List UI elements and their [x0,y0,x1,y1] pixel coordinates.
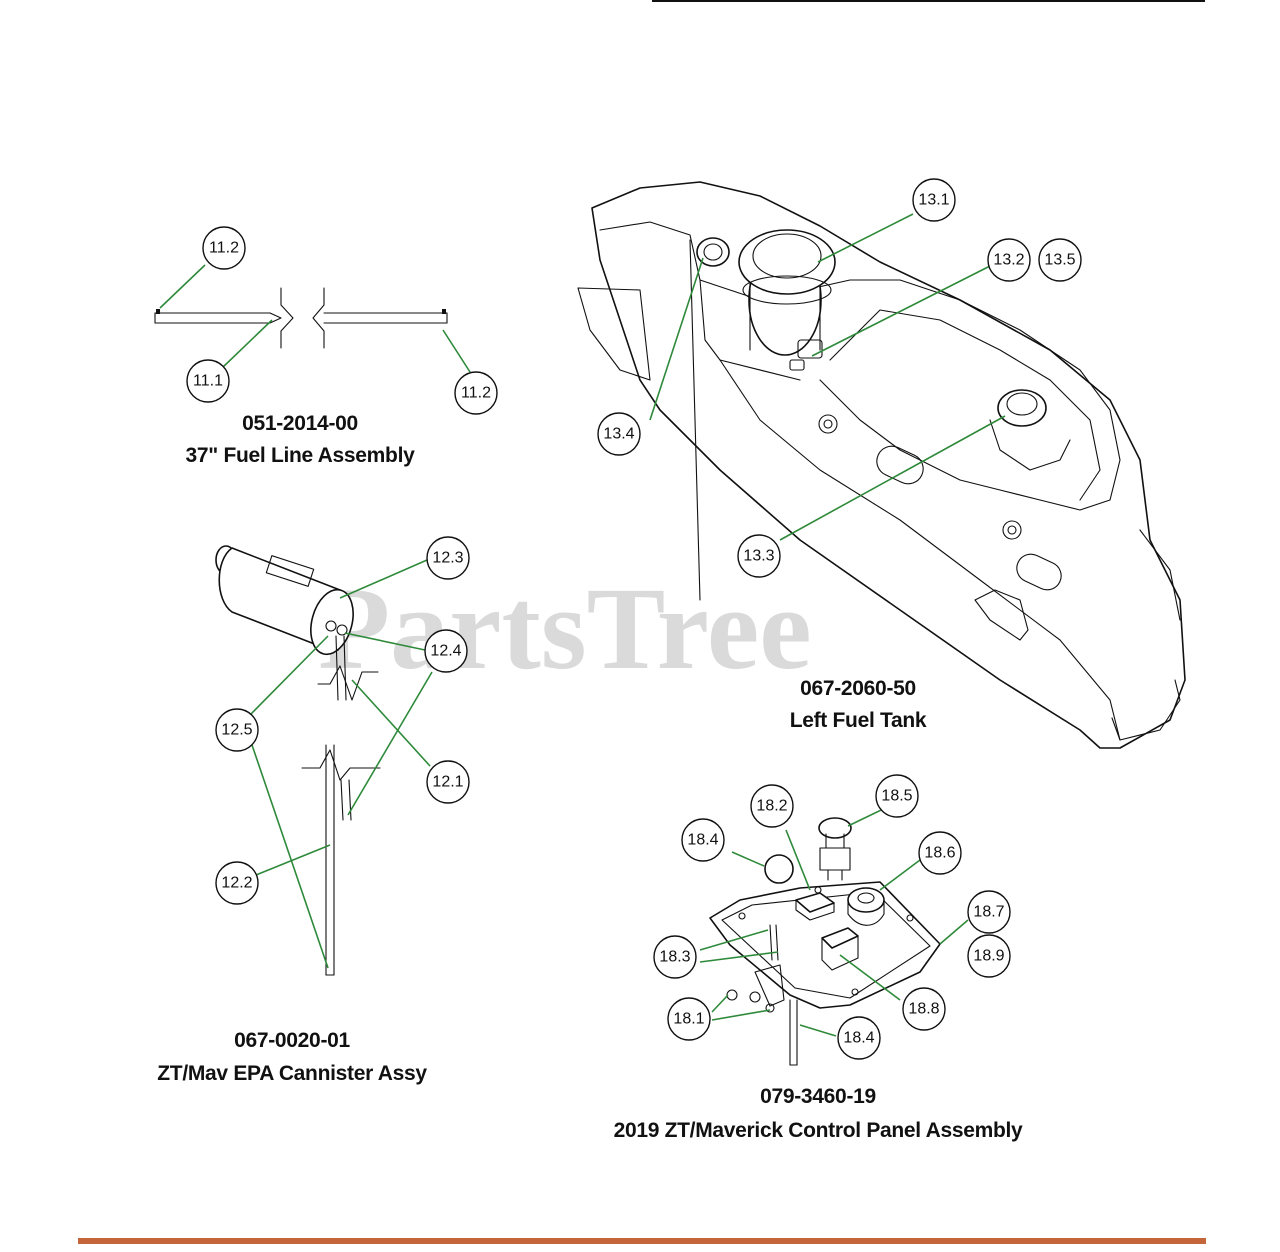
svg-text:13.2: 13.2 [993,252,1024,269]
svg-text:11.1: 11.1 [193,373,223,390]
svg-text:18.6: 18.6 [924,845,955,862]
svg-text:11.2: 11.2 [461,385,491,402]
svg-text:18.4: 18.4 [843,1030,874,1047]
svg-text:12.2: 12.2 [221,875,252,892]
svg-text:13.1: 13.1 [918,192,949,209]
fuel-tank-drawing [577,181,1186,749]
svg-text:11.2: 11.2 [209,240,239,257]
svg-text:18.7: 18.7 [973,904,1004,921]
watermark: PartsTree [318,563,812,694]
callout-18-6[interactable]: 18.6 [918,831,962,875]
footer-bar [78,1238,1206,1244]
svg-text:18.3: 18.3 [659,949,690,966]
svg-text:18.9: 18.9 [973,948,1004,965]
canister-part-number: 067-0020-01 [234,1029,350,1052]
control-panel-drawing [709,817,941,1066]
svg-text:13.5: 13.5 [1044,252,1075,269]
canister-name: ZT/Mav EPA Cannister Assy [157,1062,427,1085]
svg-text:12.4: 12.4 [430,643,461,660]
control-panel-part-number: 079-3460-19 [760,1085,876,1108]
callout-13-5[interactable]: 13.5 [1038,238,1082,282]
control-panel-name: 2019 ZT/Maverick Control Panel Assembly [614,1119,1023,1142]
svg-text:18.2: 18.2 [756,798,787,815]
callout-18-1[interactable]: 18.1 [667,997,711,1041]
callout-18-5[interactable]: 18.5 [875,774,919,818]
fuel-tank-part-number: 067-2060-50 [800,677,916,700]
fuel-line-name: 37" Fuel Line Assembly [186,444,416,467]
svg-text:13.4: 13.4 [603,426,634,443]
callout-12-4[interactable]: 12.4 [424,629,468,673]
svg-text:12.5: 12.5 [221,722,252,739]
callout-18-9[interactable]: 18.9 [967,934,1011,978]
callout-13-1[interactable]: 13.1 [912,178,956,222]
callout-13-4[interactable]: 13.4 [597,412,641,456]
svg-text:18.5: 18.5 [881,788,912,805]
callout-12-5[interactable]: 12.5 [215,708,259,752]
callout-11-2-right[interactable]: 11.2 [454,371,498,415]
svg-text:18.8: 18.8 [908,1001,939,1018]
callout-18-2[interactable]: 18.2 [750,784,794,828]
callout-11-2-top[interactable]: 11.2 [202,226,246,270]
callout-13-2[interactable]: 13.2 [987,238,1031,282]
callout-18-8[interactable]: 18.8 [902,987,946,1031]
svg-text:18.4: 18.4 [687,832,718,849]
callout-18-4-bottom[interactable]: 18.4 [837,1016,881,1060]
svg-text:12.1: 12.1 [432,774,463,791]
callout-18-4-top[interactable]: 18.4 [681,818,725,862]
svg-text:12.3: 12.3 [432,550,463,567]
svg-text:18.1: 18.1 [673,1011,704,1028]
callout-12-3[interactable]: 12.3 [426,536,470,580]
callout-12-2[interactable]: 12.2 [215,861,259,905]
callout-13-3[interactable]: 13.3 [737,534,781,578]
callout-18-7[interactable]: 18.7 [967,890,1011,934]
fuel-tank-name: Left Fuel Tank [790,709,927,732]
callout-18-3[interactable]: 18.3 [653,935,697,979]
fuel-line-drawing [154,287,448,349]
svg-text:13.3: 13.3 [743,548,774,565]
callout-12-1[interactable]: 12.1 [426,760,470,804]
canister-drawing [215,545,381,976]
callout-11-1[interactable]: 11.1 [186,359,230,403]
fuel-line-part-number: 051-2014-00 [242,412,358,435]
